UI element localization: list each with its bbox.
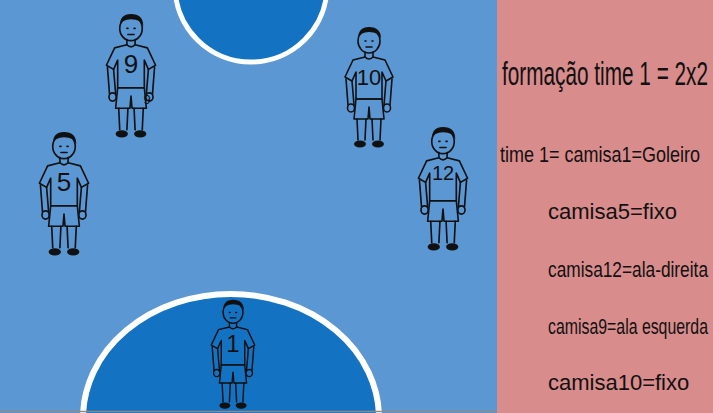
shirt-number: 1 [226, 332, 239, 356]
shirt-number: 10 [357, 67, 381, 89]
shirt-number: 5 [57, 169, 71, 195]
shirt-number: 12 [432, 163, 454, 183]
position-line: camisa9=ala esquerda [548, 316, 708, 338]
position-line: camisa5=fixo [548, 201, 677, 223]
legend-panel: formação time 1 = 2x2 time 1= camisa1=Gol… [497, 0, 713, 413]
position-line: time 1= camisa1=Goleiro [500, 144, 700, 166]
shirt-number: 9 [143, 93, 150, 106]
position-line: camisa12=ala-direita [548, 259, 708, 281]
position-line: camisa10=fixo [548, 372, 689, 394]
shirt-number: 9 [124, 51, 138, 77]
formation-heading: formação time 1 = 2x2 [502, 56, 708, 90]
